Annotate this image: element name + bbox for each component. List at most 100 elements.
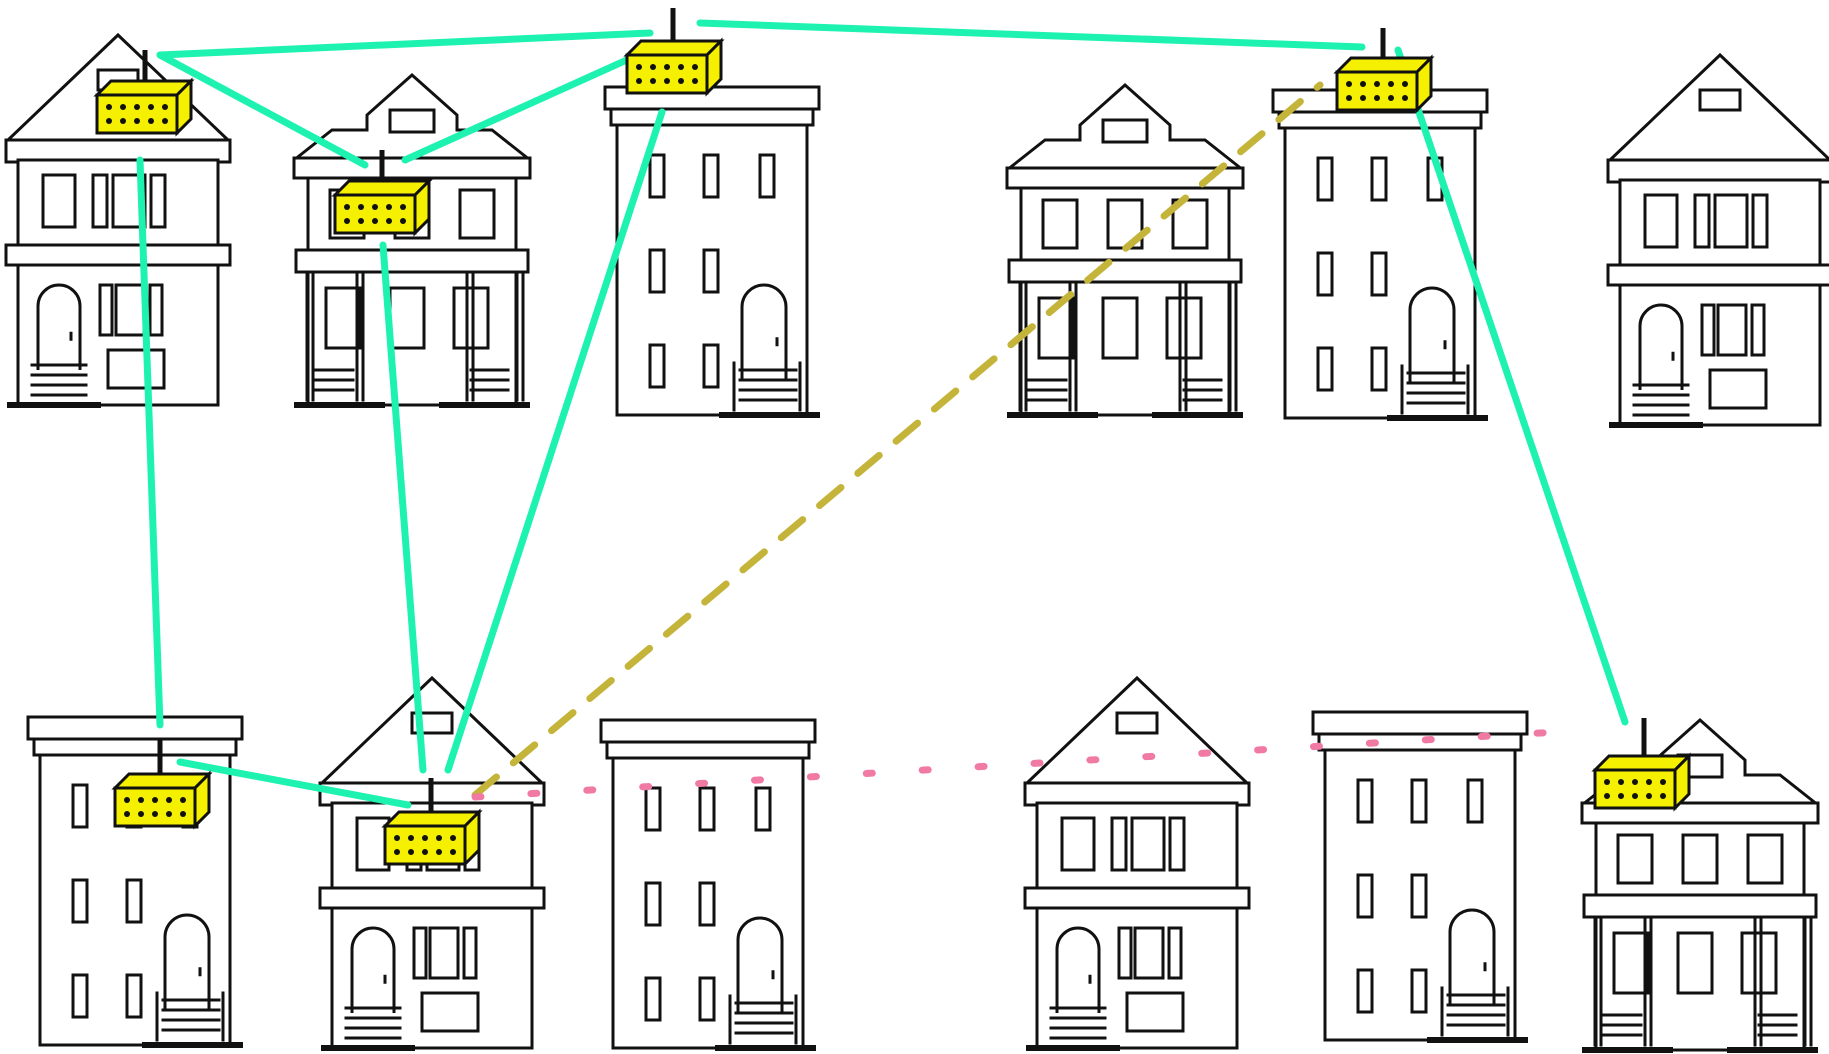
window <box>1748 835 1782 883</box>
router-top <box>115 774 209 788</box>
router-led <box>1632 779 1638 785</box>
window <box>116 285 144 335</box>
router-led <box>344 204 350 210</box>
router-led <box>1402 95 1408 101</box>
router-led <box>148 104 154 110</box>
router-led <box>386 218 392 224</box>
window <box>1468 780 1482 822</box>
router-led <box>1360 95 1366 101</box>
router-led <box>1346 95 1352 101</box>
router-led <box>372 218 378 224</box>
router-led <box>1360 81 1366 87</box>
window <box>1412 780 1426 822</box>
router-led <box>1646 793 1652 799</box>
door-panel <box>108 350 164 388</box>
window <box>1358 875 1372 917</box>
router-top <box>627 41 721 55</box>
router-led <box>1618 779 1624 785</box>
attic-window <box>1117 713 1157 733</box>
router-led <box>650 64 656 70</box>
router-front <box>1595 770 1675 808</box>
router-front <box>627 55 707 93</box>
router-led <box>152 797 158 803</box>
window <box>700 788 714 830</box>
arched-door <box>38 285 80 370</box>
window <box>1752 305 1764 355</box>
router-led <box>664 78 670 84</box>
cornice-band <box>611 109 813 125</box>
door-panel <box>1127 993 1183 1031</box>
router-led <box>344 218 350 224</box>
window <box>1412 875 1426 917</box>
router-led <box>134 118 140 124</box>
window <box>1132 818 1164 870</box>
router-led <box>1388 81 1394 87</box>
window <box>73 880 87 922</box>
window <box>1412 970 1426 1012</box>
router-led <box>120 118 126 124</box>
router-led <box>1660 793 1666 799</box>
arched-door <box>1450 910 1494 1005</box>
window <box>150 285 162 335</box>
router-led <box>394 835 400 841</box>
cornice-band <box>34 739 236 755</box>
porch-roof <box>296 250 528 272</box>
porch-roof <box>1608 265 1829 285</box>
porch-door <box>1167 298 1201 358</box>
porch-door <box>1678 933 1712 993</box>
window <box>650 250 664 292</box>
router-led <box>106 104 112 110</box>
door-panel <box>422 993 478 1031</box>
window <box>1618 835 1652 883</box>
house-tower-h9 <box>601 720 815 1048</box>
house-tower-h3 <box>605 87 819 415</box>
router-led <box>678 78 684 84</box>
window <box>430 928 458 978</box>
arched-door <box>1640 305 1682 390</box>
arched-door <box>742 285 786 380</box>
window <box>1112 818 1126 870</box>
window <box>460 190 494 238</box>
window <box>1715 195 1747 247</box>
router-led <box>1618 793 1624 799</box>
router-led <box>450 849 456 855</box>
window <box>1645 195 1677 247</box>
attic-window <box>1700 90 1740 110</box>
router-led <box>124 797 130 803</box>
window <box>127 880 141 922</box>
router-top <box>1337 58 1431 72</box>
window <box>1119 928 1131 978</box>
porch-door <box>1742 933 1776 993</box>
router-led <box>1604 779 1610 785</box>
router-led <box>180 811 186 817</box>
cornice-band <box>1279 112 1481 128</box>
router-led <box>180 797 186 803</box>
window <box>1318 253 1332 295</box>
router-led <box>436 835 442 841</box>
router-led <box>1388 95 1394 101</box>
porch-roof <box>1584 895 1816 917</box>
router-led <box>422 835 428 841</box>
router-led <box>400 218 406 224</box>
router-led <box>358 218 364 224</box>
window <box>1318 348 1332 390</box>
router-led <box>152 811 158 817</box>
window <box>93 175 107 227</box>
router-top <box>97 81 191 95</box>
arched-door <box>1057 928 1099 1013</box>
cornice-band <box>607 742 809 758</box>
router-led <box>678 64 684 70</box>
window <box>1358 970 1372 1012</box>
cornice <box>1313 712 1527 734</box>
router-top <box>335 181 429 195</box>
window <box>1169 928 1181 978</box>
window <box>73 975 87 1017</box>
router-top <box>1595 756 1689 770</box>
router-led <box>1632 793 1638 799</box>
door-panel <box>1710 370 1766 408</box>
window <box>650 345 664 387</box>
router-led <box>1346 81 1352 87</box>
router-led <box>408 849 414 855</box>
